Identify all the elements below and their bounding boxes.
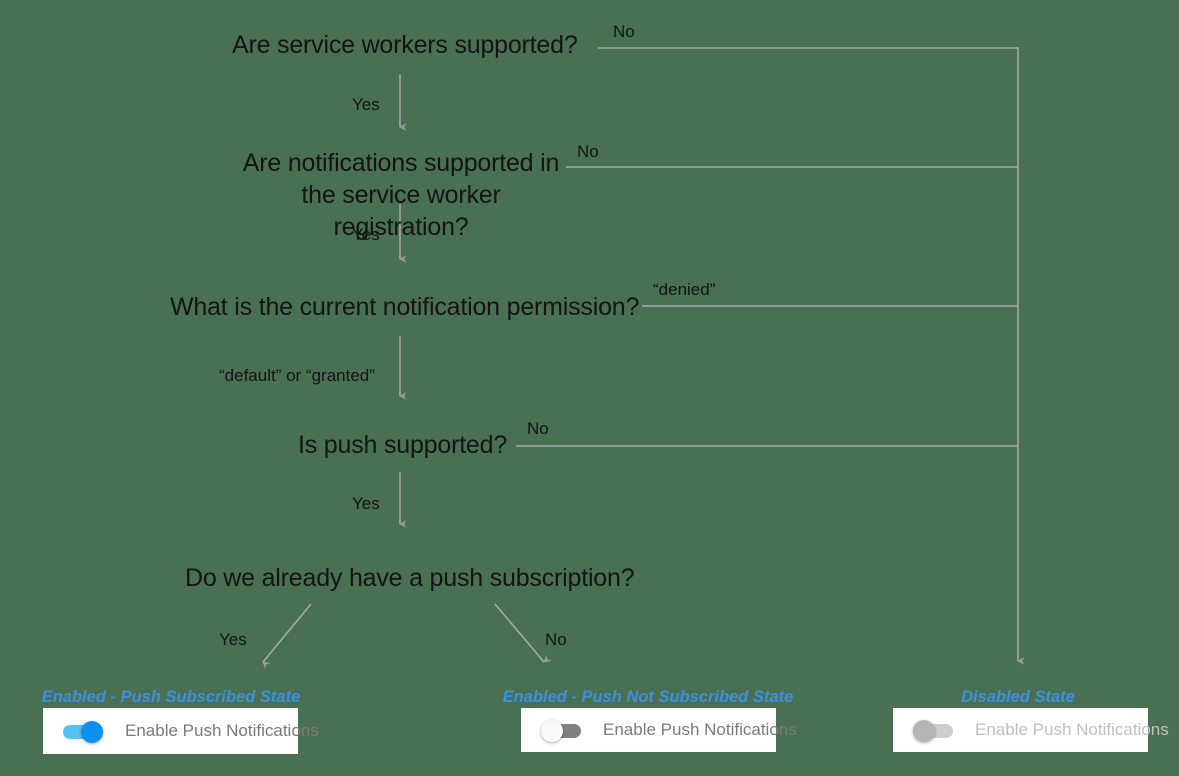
question-notifications-supported: Are notifications supported in the servi… bbox=[236, 147, 566, 243]
edge-label-push-yes: Yes bbox=[352, 494, 380, 513]
toggle-label-enabled-not-subscribed: Enable Push Notifications bbox=[603, 720, 797, 739]
edge-label-sw-no: No bbox=[613, 22, 635, 41]
edge-label-notif-yes: Yes bbox=[352, 225, 380, 244]
question-existing-subscription: Do we already have a push subscription? bbox=[185, 564, 635, 592]
edge-label-notif-no: No bbox=[577, 142, 599, 161]
question-notifications-line1: Are notifications supported in bbox=[242, 149, 560, 177]
toggle-card-disabled[interactable]: Enable Push Notifications bbox=[893, 708, 1169, 752]
push-toggle-on-icon[interactable] bbox=[63, 721, 103, 743]
question-service-workers: Are service workers supported? bbox=[232, 31, 578, 59]
toggle-card-enabled-not-subscribed[interactable]: Enable Push Notifications bbox=[521, 708, 797, 752]
toggle-label-disabled: Enable Push Notifications bbox=[975, 720, 1169, 739]
push-toggle-disabled-icon bbox=[913, 720, 953, 742]
question-notification-permission: What is the current notification permiss… bbox=[170, 293, 640, 321]
edge-label-push-no: No bbox=[527, 419, 549, 438]
state-label-disabled: Disabled State bbox=[961, 688, 1075, 706]
toggle-knob bbox=[913, 720, 935, 742]
edge-label-subscription-no: No bbox=[545, 630, 567, 649]
toggle-card-enabled-subscribed[interactable]: Enable Push Notifications bbox=[43, 708, 319, 754]
question-notifications-line2: the service worker registration? bbox=[301, 181, 501, 241]
edge-label-permission-default-granted: “default” or “granted” bbox=[219, 366, 375, 385]
toggle-knob bbox=[541, 720, 563, 742]
state-label-enabled-subscribed: Enabled - Push Subscribed State bbox=[41, 688, 301, 706]
state-label-enabled-not-subscribed: Enabled - Push Not Subscribed State bbox=[502, 688, 794, 706]
toggle-label-enabled-subscribed: Enable Push Notifications bbox=[125, 721, 319, 740]
toggle-knob bbox=[81, 721, 103, 743]
edge-label-sw-yes: Yes bbox=[352, 95, 380, 114]
push-toggle-off-icon[interactable] bbox=[541, 720, 581, 742]
edge-label-subscription-yes: Yes bbox=[219, 630, 247, 649]
edge-label-permission-denied: “denied” bbox=[653, 280, 716, 299]
question-push-supported: Is push supported? bbox=[298, 431, 508, 459]
